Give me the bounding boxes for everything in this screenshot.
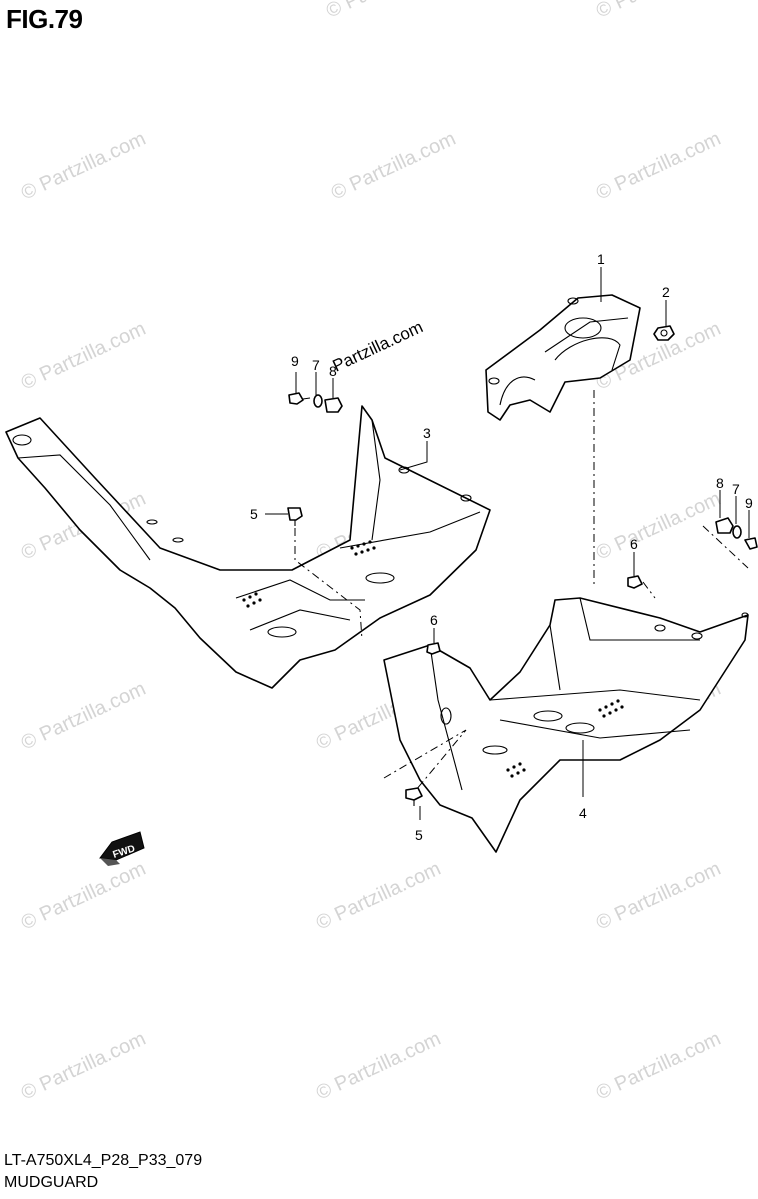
part-1-panel [485, 294, 641, 421]
part-9-screw [744, 537, 758, 550]
callout-7: 7 [312, 357, 320, 373]
callout-4: 4 [579, 805, 587, 821]
watermark: © Partzilla.com [593, 858, 724, 935]
part-2-fastener [653, 325, 675, 341]
watermark: © Partzilla.com [18, 858, 149, 935]
watermark: © Partzilla.com [18, 318, 149, 395]
part-8-grommet [324, 397, 343, 413]
watermark: © Partzilla.com [593, 488, 724, 565]
part-6-clip [426, 642, 441, 655]
part-6-clip [627, 575, 643, 589]
part-7-washer [732, 525, 742, 539]
callout-5: 5 [250, 506, 258, 522]
watermark: © Partzilla.com [18, 678, 149, 755]
callout-6: 6 [630, 536, 638, 552]
callout-5: 5 [415, 827, 423, 843]
footrest-texture [506, 699, 624, 778]
diagram-name: MUDGUARD [4, 1174, 99, 1191]
callout-7: 7 [732, 481, 740, 497]
part-3-mudguard [5, 405, 491, 689]
callout-8: 8 [329, 363, 337, 379]
figure-title: FIG.79 [6, 4, 83, 34]
part-7-washer [313, 394, 323, 408]
callouts: 1 2 3 4 5 5 6 6 7 7 8 8 9 9 [250, 251, 753, 843]
watermark: © Partzilla.com [313, 1028, 444, 1105]
callout-9: 9 [291, 353, 299, 369]
callout-9: 9 [745, 495, 753, 511]
callout-2: 2 [662, 284, 670, 300]
watermark: © Partzilla.com [18, 1028, 149, 1105]
watermark: © Partzilla.com [593, 0, 724, 23]
callout-8: 8 [716, 475, 724, 491]
watermark-center: Partzilla.com [330, 317, 426, 375]
part-8-grommet [715, 517, 734, 534]
callout-1: 1 [597, 251, 605, 267]
leader-lines [265, 267, 750, 820]
callout-6: 6 [430, 612, 438, 628]
part-5-bolt [405, 787, 423, 806]
watermark: © Partzilla.com [593, 1028, 724, 1105]
diagram-code: LT-A750XL4_P28_P33_079 [4, 1152, 203, 1169]
watermark: © Partzilla.com [313, 858, 444, 935]
watermark: © Partzilla.com [18, 128, 149, 205]
footrest-texture [242, 540, 376, 608]
watermark: © Partzilla.com [323, 0, 454, 23]
part-9-screw [288, 392, 311, 405]
part-5-bolt [287, 507, 303, 526]
fwd-arrow-icon: FWD [99, 831, 145, 866]
part-4-mudguard [383, 597, 749, 853]
watermark: © Partzilla.com [328, 128, 459, 205]
callout-3: 3 [423, 425, 431, 441]
watermark: © Partzilla.com [593, 128, 724, 205]
